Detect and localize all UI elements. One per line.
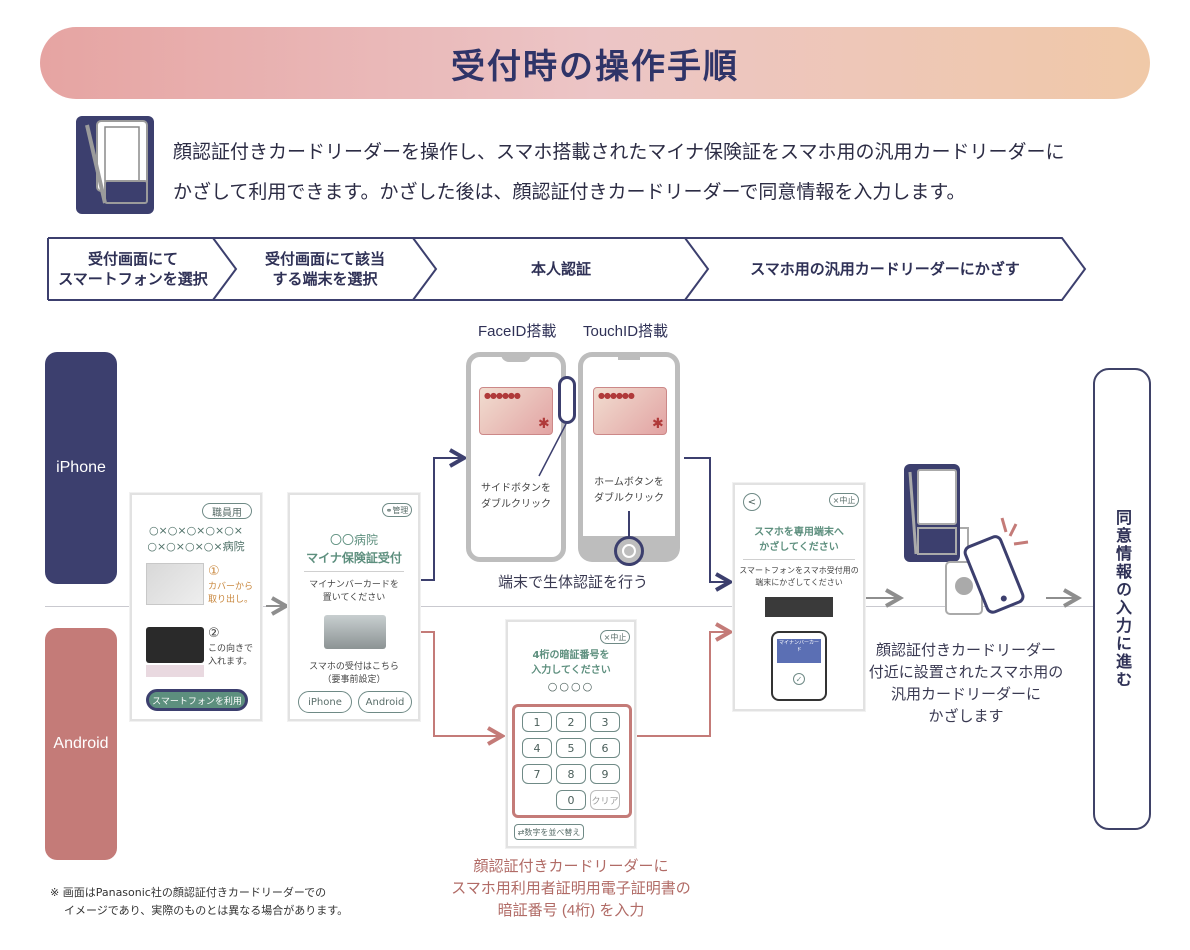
cancel-button[interactable]: ×中止 — [829, 493, 859, 507]
reader-image — [765, 597, 833, 617]
step-3: 本人認証 — [530, 260, 591, 278]
cancel-button[interactable]: ×中止 — [600, 630, 630, 644]
pointer-line — [538, 423, 567, 477]
touchid-phone: ●●●●●● ✱ ホームボタンを ダブルクリック — [578, 352, 680, 562]
footnote: ※ 画面はPanasonic社の顔認証付きカードリーダーでの イメージであり、実… — [50, 886, 349, 917]
smartphone-button[interactable]: スマートフォンを利用 — [146, 689, 248, 711]
intro-text: 顔認証付きカードリーダーを操作し、スマホ搭載されたマイナ保険証をスマホ用の汎用カ… — [173, 141, 1065, 203]
clear-button[interactable]: クリア — [590, 790, 620, 810]
step-2: 受付画面にて該当する端末を選択 — [264, 250, 385, 288]
step-4: スマホ用の汎用カードリーダーにかざす — [750, 260, 1020, 278]
consent-step-box: 同意情報の入力に進む — [1093, 368, 1151, 830]
key-8[interactable]: 8 — [556, 764, 586, 784]
card-image — [146, 665, 204, 677]
key-5[interactable]: 5 — [556, 738, 586, 758]
shuffle-icon: ⇄ — [517, 827, 525, 837]
back-icon[interactable]: < — [743, 493, 761, 511]
card-image: ●●●●●● ✱ — [479, 387, 553, 435]
card-cover-image — [146, 563, 204, 605]
os-divider — [45, 606, 1095, 607]
screen-select-smartphone: 職員用 ○×○×○×○×○× ○×○×○×○×病院 ① カバーから 取り出し。 … — [130, 493, 262, 721]
screen-pin-entry: ×中止 4桁の暗証番号を 入力してください ○○○○ 1 2 3 4 5 6 7… — [506, 620, 636, 848]
iphone-button[interactable]: iPhone — [298, 691, 352, 713]
card-image: ●●●●●● ✱ — [593, 387, 667, 435]
key-9[interactable]: 9 — [590, 764, 620, 784]
card-reader-image — [324, 615, 386, 649]
key-1[interactable]: 1 — [522, 712, 552, 732]
pin-caption: 顔認証付きカードリーダーに スマホ用利用者証明用電子証明書の 暗証番号 (4桁)… — [451, 858, 691, 919]
check-icon: ✓ — [793, 673, 805, 685]
android-button[interactable]: Android — [358, 691, 412, 713]
lock-icon: ⚭ — [385, 505, 393, 515]
side-button-highlight — [558, 376, 576, 424]
notch — [501, 352, 531, 362]
home-button-icon — [614, 536, 644, 566]
card-slot-image — [146, 627, 204, 663]
phone-on-reader: マイナンバーカード ✓ — [771, 631, 827, 701]
page-title: 受付時の操作手順 — [451, 46, 739, 87]
reader-illustration — [904, 464, 1029, 615]
touchid-label: TouchID搭載 — [583, 323, 669, 340]
reader-caption: 顔認証付きカードリーダー 付近に設置されたスマホ用の 汎用カードリーダーに かざ… — [868, 642, 1064, 725]
star-icon: ✱ — [652, 416, 664, 432]
key-3[interactable]: 3 — [590, 712, 620, 732]
pin-dots: ○○○○ — [547, 680, 595, 693]
star-icon: ✱ — [538, 416, 550, 432]
key-7[interactable]: 7 — [522, 764, 552, 784]
key-0[interactable]: 0 — [556, 790, 586, 810]
screen-select-device: ⚭管理 〇〇病院 マイナ保険証受付 マイナンバーカードを 置いてください スマホ… — [288, 493, 420, 721]
screen-hold-phone: < ×中止 スマホを専用端末へ かざしてください スマートフォンをスマホ受付用の… — [733, 483, 865, 711]
title-banner: 受付時の操作手順 — [40, 27, 1150, 99]
key-2[interactable]: 2 — [556, 712, 586, 732]
staff-badge: 職員用 — [202, 503, 252, 519]
iphone-label: iPhone — [45, 352, 117, 584]
step-chevrons: 受付画面にてスマートフォンを選択 受付画面にて該当する端末を選択 本人認証 スマ… — [47, 237, 1087, 301]
biometric-caption: 端末で生体認証を行う — [497, 574, 648, 591]
shuffle-button[interactable]: ⇄数字を並べ替え — [514, 824, 584, 840]
step-1: 受付画面にてスマートフォンを選択 — [58, 250, 208, 288]
card-reader-icon — [75, 115, 155, 215]
admin-badge[interactable]: ⚭管理 — [382, 503, 412, 517]
key-6[interactable]: 6 — [590, 738, 620, 758]
android-label: Android — [45, 628, 117, 860]
key-4[interactable]: 4 — [522, 738, 552, 758]
keypad-highlight — [512, 704, 632, 818]
faceid-label: FaceID搭載 — [478, 323, 557, 340]
